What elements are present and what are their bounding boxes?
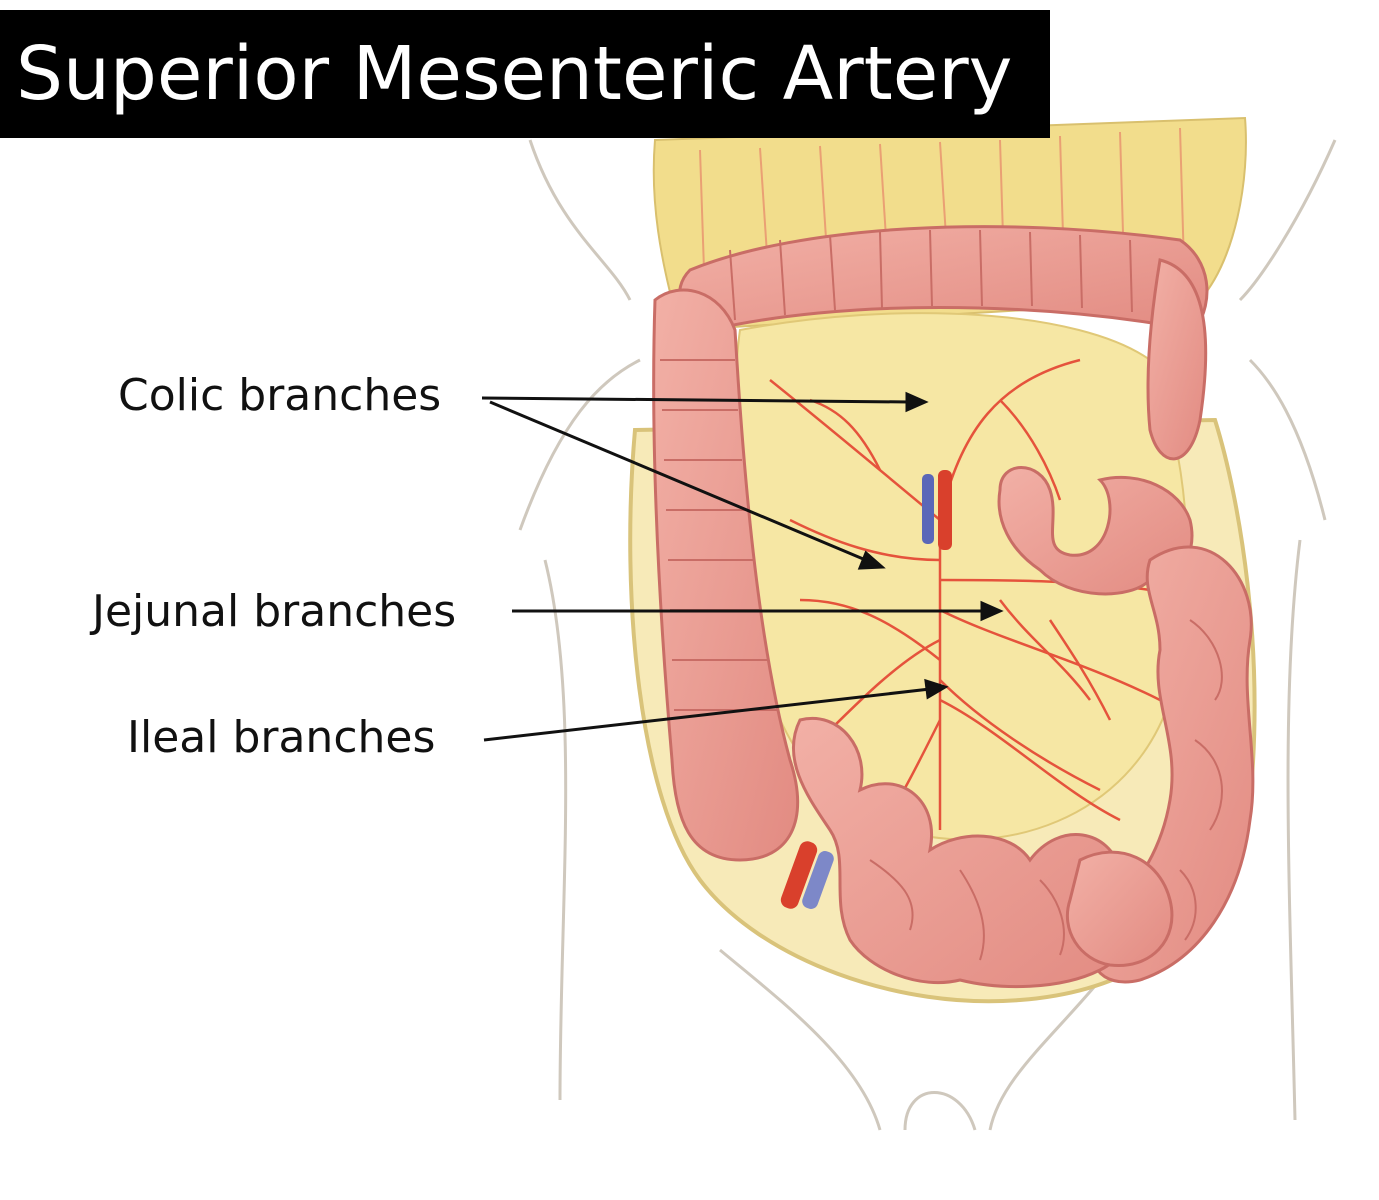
iliac-vein	[802, 851, 834, 909]
title-bar: Superior Mesenteric Artery	[0, 10, 1050, 138]
arterial-branches	[769, 358, 1161, 831]
smv-vein	[922, 474, 934, 544]
label-colic-branches: Colic branches	[118, 370, 442, 421]
arrow-colic-1	[481, 396, 911, 404]
small-intestine-folds	[869, 619, 1223, 961]
transverse-colon-haustra	[729, 229, 1133, 321]
sma-artery-root	[938, 470, 952, 550]
small-intestine-loops	[791, 466, 1255, 989]
page-title: Superior Mesenteric Artery	[16, 31, 1013, 117]
arrow-ileal	[483, 687, 931, 742]
iliac-artery	[780, 841, 818, 909]
label-ileal-branches: Ileal branches	[127, 712, 436, 763]
label-jejunal-branches: Jejunal branches	[92, 586, 457, 637]
arrow-colic-2	[489, 400, 869, 563]
pointer-arrows	[481, 391, 1004, 742]
descending-colon	[1146, 258, 1208, 461]
body-outline	[518, 139, 1337, 1131]
